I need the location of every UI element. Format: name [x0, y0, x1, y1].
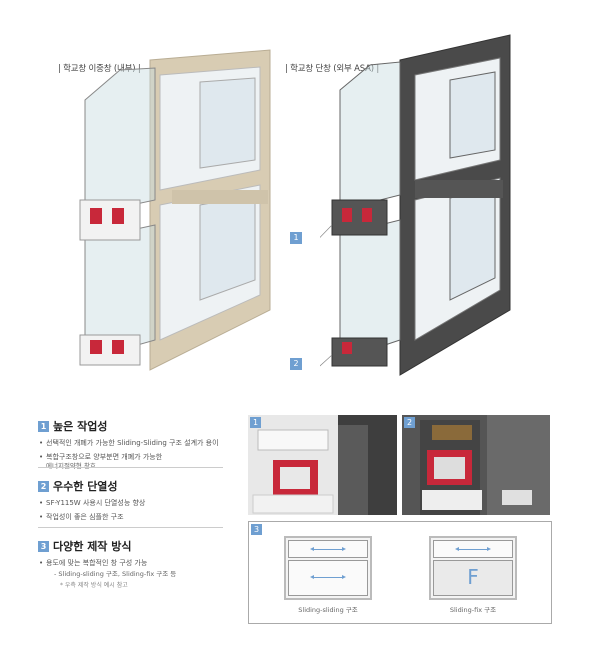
sliding-sliding-diagram: [284, 536, 372, 600]
section-2-bullet-2: 작업성이 좋은 심플한 구조: [38, 512, 228, 522]
section-3-sub: - Sliding-sliding 구조, Sliding-fix 구조 등: [54, 570, 177, 578]
photo-number-2: 2: [404, 417, 415, 428]
profile-cross-section-dark: [402, 415, 550, 515]
upper-pane: [288, 540, 368, 558]
double-arrow-icon: [455, 547, 491, 551]
section-title-text-1: 높은 작업성: [53, 420, 108, 433]
profile-photo-1: 1: [248, 415, 397, 515]
profile-cross-section-white: [248, 415, 397, 515]
sliding-fix-caption: Sliding-fix 구조: [449, 606, 497, 614]
section-number-1: 1: [38, 420, 49, 432]
section-title-2: 2 우수한 단열성: [38, 478, 228, 494]
section-3-bullet-1: 용도에 맞는 복합적인 창 구성 가능: [38, 558, 228, 568]
single-window-illustration: [320, 34, 511, 376]
section-number-2: 2: [38, 480, 49, 492]
section-1-bullet-3: 에너지절약형 창호: [46, 462, 96, 470]
double-arrow-icon: [310, 547, 346, 551]
section-1-bullet-1: 선택적인 개폐가 가능한 Sliding-Sliding 구조 설계가 용이: [38, 438, 228, 448]
sliding-fix-diagram: F: [429, 536, 517, 600]
fix-letter: F: [467, 565, 479, 589]
section-title-text-2: 우수한 단열성: [53, 480, 118, 493]
feature-section-1: 1 높은 작업성 선택적인 개폐가 가능한 Sliding-Sliding 구조…: [38, 418, 228, 471]
lower-pane: [288, 560, 368, 596]
divider-1: [38, 467, 223, 468]
sliding-sliding-caption: Sliding-sliding 구조: [298, 606, 358, 614]
feature-section-3: 3 다양한 제작 방식 용도에 맞는 복합적인 창 구성 가능 - Slidin…: [38, 538, 228, 589]
photo-number-1: 1: [250, 417, 261, 428]
divider-2: [38, 527, 223, 528]
upper-pane: [433, 540, 513, 558]
profile-photo-2: 2: [402, 415, 550, 515]
double-window-illustration: [79, 49, 271, 371]
section-number-3: 3: [38, 540, 49, 552]
fixed-pane: F: [433, 560, 513, 596]
photo-number-3: 3: [251, 524, 262, 535]
section-2-bullet-1: SF-Y115W 사용시 단열성능 향상: [38, 498, 228, 508]
section-1-bullet-2: 복합구조창으로 양부분면 개폐가 가능한: [38, 452, 228, 462]
feature-section-2: 2 우수한 단열성 SF-Y115W 사용시 단열성능 향상 작업성이 좋은 심…: [38, 478, 228, 522]
caption-left: | 학교창 이중창 (내부) |: [58, 64, 141, 74]
section-title-text-3: 다양한 제작 방식: [53, 540, 132, 553]
config-panel: 3 Sliding-sliding 구조 F Sliding-fix 구조: [248, 521, 552, 624]
caption-right: | 학교창 단창 (외부 ASA) |: [285, 64, 379, 74]
section-title-3: 3 다양한 제작 방식: [38, 538, 228, 554]
section-title-1: 1 높은 작업성: [38, 418, 228, 434]
marker-2: 2: [290, 358, 302, 370]
section-3-note: * 우측 제작 방식 예시 참고: [60, 582, 128, 589]
marker-1: 1: [290, 232, 302, 244]
double-arrow-icon: [310, 575, 346, 579]
